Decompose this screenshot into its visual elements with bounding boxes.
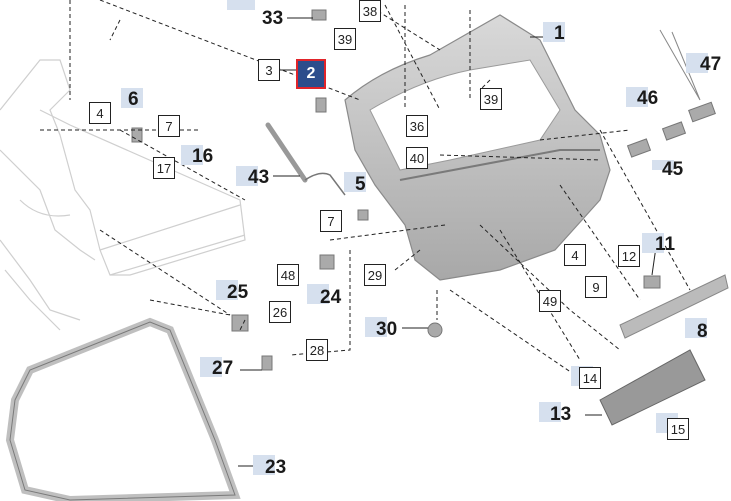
callout-tag-bg bbox=[253, 455, 275, 475]
callout-6[interactable]: 6 bbox=[128, 89, 139, 110]
gas-strut bbox=[265, 122, 308, 183]
callout-4-right[interactable]: 4 bbox=[564, 244, 586, 266]
callout-12[interactable]: 12 bbox=[618, 245, 640, 267]
callout-7-mid[interactable]: 7 bbox=[320, 210, 342, 232]
callout-16[interactable]: 16 bbox=[192, 146, 214, 167]
callout-14[interactable]: 14 bbox=[579, 367, 601, 389]
callout-17[interactable]: 17 bbox=[153, 157, 175, 179]
callout-tag-bg bbox=[543, 22, 565, 42]
callout-26[interactable]: 26 bbox=[269, 301, 291, 323]
callout-38[interactable]: 38 bbox=[359, 0, 381, 22]
callout-1[interactable]: 1 bbox=[554, 23, 565, 44]
callout-43[interactable]: 43 bbox=[248, 167, 270, 188]
callout-tag-bg bbox=[236, 166, 258, 186]
vehicle-body-outline bbox=[0, 59, 246, 331]
callout-4-left[interactable]: 4 bbox=[89, 102, 111, 124]
callout-46[interactable]: 46 bbox=[637, 88, 659, 109]
callout-tag-bg bbox=[642, 233, 664, 253]
tailgate-panel bbox=[344, 14, 611, 281]
callout-25[interactable]: 25 bbox=[227, 282, 249, 303]
seal-strip bbox=[5, 317, 241, 501]
callout-15[interactable]: 15 bbox=[667, 418, 689, 440]
callout-tag-bg bbox=[344, 172, 366, 192]
callout-tag-bg bbox=[539, 402, 561, 422]
callout-33[interactable]: 33 bbox=[262, 8, 284, 29]
callout-tag-bg bbox=[626, 87, 648, 107]
callout-13[interactable]: 13 bbox=[550, 404, 572, 425]
callout-49[interactable]: 49 bbox=[539, 290, 561, 312]
callout-5[interactable]: 5 bbox=[355, 174, 366, 195]
trim-strip bbox=[619, 274, 729, 339]
callout-29[interactable]: 29 bbox=[364, 264, 386, 286]
callout-7-top[interactable]: 7 bbox=[158, 115, 180, 137]
callout-28[interactable]: 28 bbox=[306, 339, 328, 361]
small-parts bbox=[131, 9, 716, 371]
callout-tag-bg bbox=[307, 284, 329, 304]
callout-47[interactable]: 47 bbox=[700, 54, 722, 75]
callout-24[interactable]: 24 bbox=[320, 287, 342, 308]
callout-2-selected[interactable]: 2 bbox=[296, 59, 326, 89]
callout-40[interactable]: 40 bbox=[406, 147, 428, 169]
callout-tag-bg bbox=[121, 88, 143, 108]
callout-36[interactable]: 36 bbox=[406, 115, 428, 137]
callout-30[interactable]: 30 bbox=[376, 319, 398, 340]
callout-39-top[interactable]: 39 bbox=[334, 28, 356, 50]
callout-tag-bg bbox=[216, 280, 238, 300]
callout-8[interactable]: 8 bbox=[697, 321, 708, 342]
callout-45[interactable]: 45 bbox=[662, 159, 684, 180]
callout-tag-bg bbox=[200, 357, 222, 377]
callout-23[interactable]: 23 bbox=[265, 457, 287, 478]
callout-tag-bg bbox=[365, 317, 387, 337]
callout-3[interactable]: 3 bbox=[258, 59, 280, 81]
callout-tag-bg bbox=[686, 53, 708, 73]
license-plate-mount bbox=[599, 349, 706, 426]
callout-tag-bg bbox=[181, 145, 203, 165]
callout-39-right[interactable]: 39 bbox=[480, 88, 502, 110]
callout-tag-bg bbox=[685, 318, 707, 338]
callout-9[interactable]: 9 bbox=[585, 276, 607, 298]
callout-48[interactable]: 48 bbox=[277, 264, 299, 286]
callout-tag-bg bbox=[652, 160, 674, 170]
callout-tag-bg bbox=[227, 0, 255, 10]
callout-11[interactable]: 11 bbox=[655, 234, 676, 255]
callout-27[interactable]: 27 bbox=[212, 358, 234, 379]
